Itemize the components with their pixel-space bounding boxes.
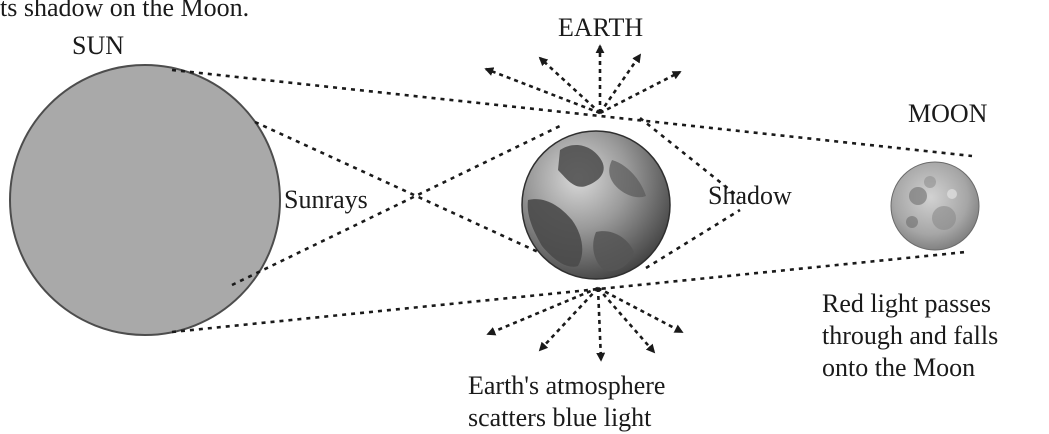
moon-icon xyxy=(890,161,980,251)
atmosphere-note: Earth's atmosphere scatters blue light xyxy=(468,371,666,432)
shadow-label: Shadow xyxy=(708,181,792,210)
caption-top: ts shadow on the Moon. xyxy=(0,0,250,22)
shadow-line-upper xyxy=(639,116,741,200)
scatter-arrow xyxy=(538,287,599,352)
scatter-arrow xyxy=(598,53,642,114)
sun-icon xyxy=(9,64,281,336)
sunray-lines xyxy=(171,68,973,334)
scatter-arrow xyxy=(596,287,606,362)
sunray-bottom-outer xyxy=(171,250,967,334)
scatter-arrow xyxy=(599,70,682,115)
sunray-cross-down xyxy=(254,120,561,264)
scatter-arrow xyxy=(597,287,656,354)
earth-icon xyxy=(521,130,671,280)
shadow-line-lower xyxy=(645,208,741,270)
scatter-arrow xyxy=(538,56,601,114)
scatter-arrows-top xyxy=(484,44,682,115)
earth-label: EARTH xyxy=(558,13,644,42)
scatter-arrow xyxy=(597,286,684,334)
scatter-arrow xyxy=(486,286,599,336)
scatter-arrows-bottom xyxy=(486,286,684,362)
moon-label: MOON xyxy=(908,99,988,128)
sunray-cross-up xyxy=(231,124,561,287)
sun-label: SUN xyxy=(72,31,125,60)
red-light-note: Red light passes through and falls onto … xyxy=(822,289,999,382)
sunrays-label: Sunrays xyxy=(284,185,368,214)
